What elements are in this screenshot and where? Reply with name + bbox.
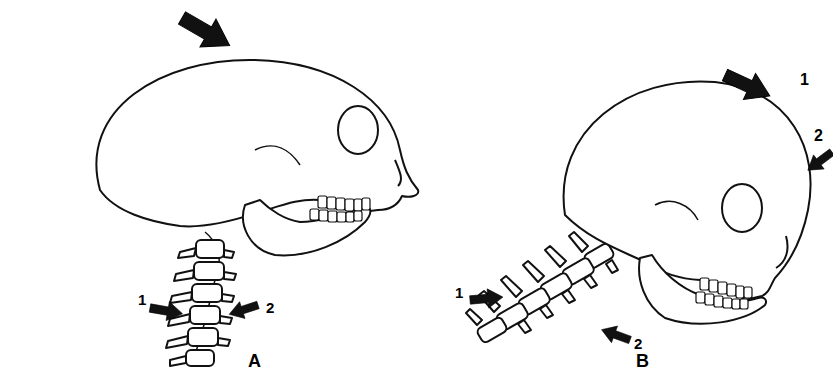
panel-letter: B <box>636 352 649 370</box>
force-arrow <box>469 288 504 310</box>
callout-number: 1 <box>800 72 809 88</box>
callout-number: 2 <box>634 336 642 351</box>
force-arrow <box>719 62 776 109</box>
force-arrow <box>174 4 238 59</box>
force-arrow <box>227 297 261 323</box>
force-arrow <box>803 145 833 177</box>
callout-number: 2 <box>814 128 823 144</box>
skull-a <box>96 60 418 366</box>
callout-number: 1 <box>455 285 463 300</box>
skull-b <box>466 81 811 344</box>
force-arrow <box>148 299 184 324</box>
force-arrow <box>599 321 633 348</box>
callout-number: 1 <box>138 292 146 307</box>
callout-number: 2 <box>266 300 274 315</box>
panel-letter: A <box>248 352 261 370</box>
